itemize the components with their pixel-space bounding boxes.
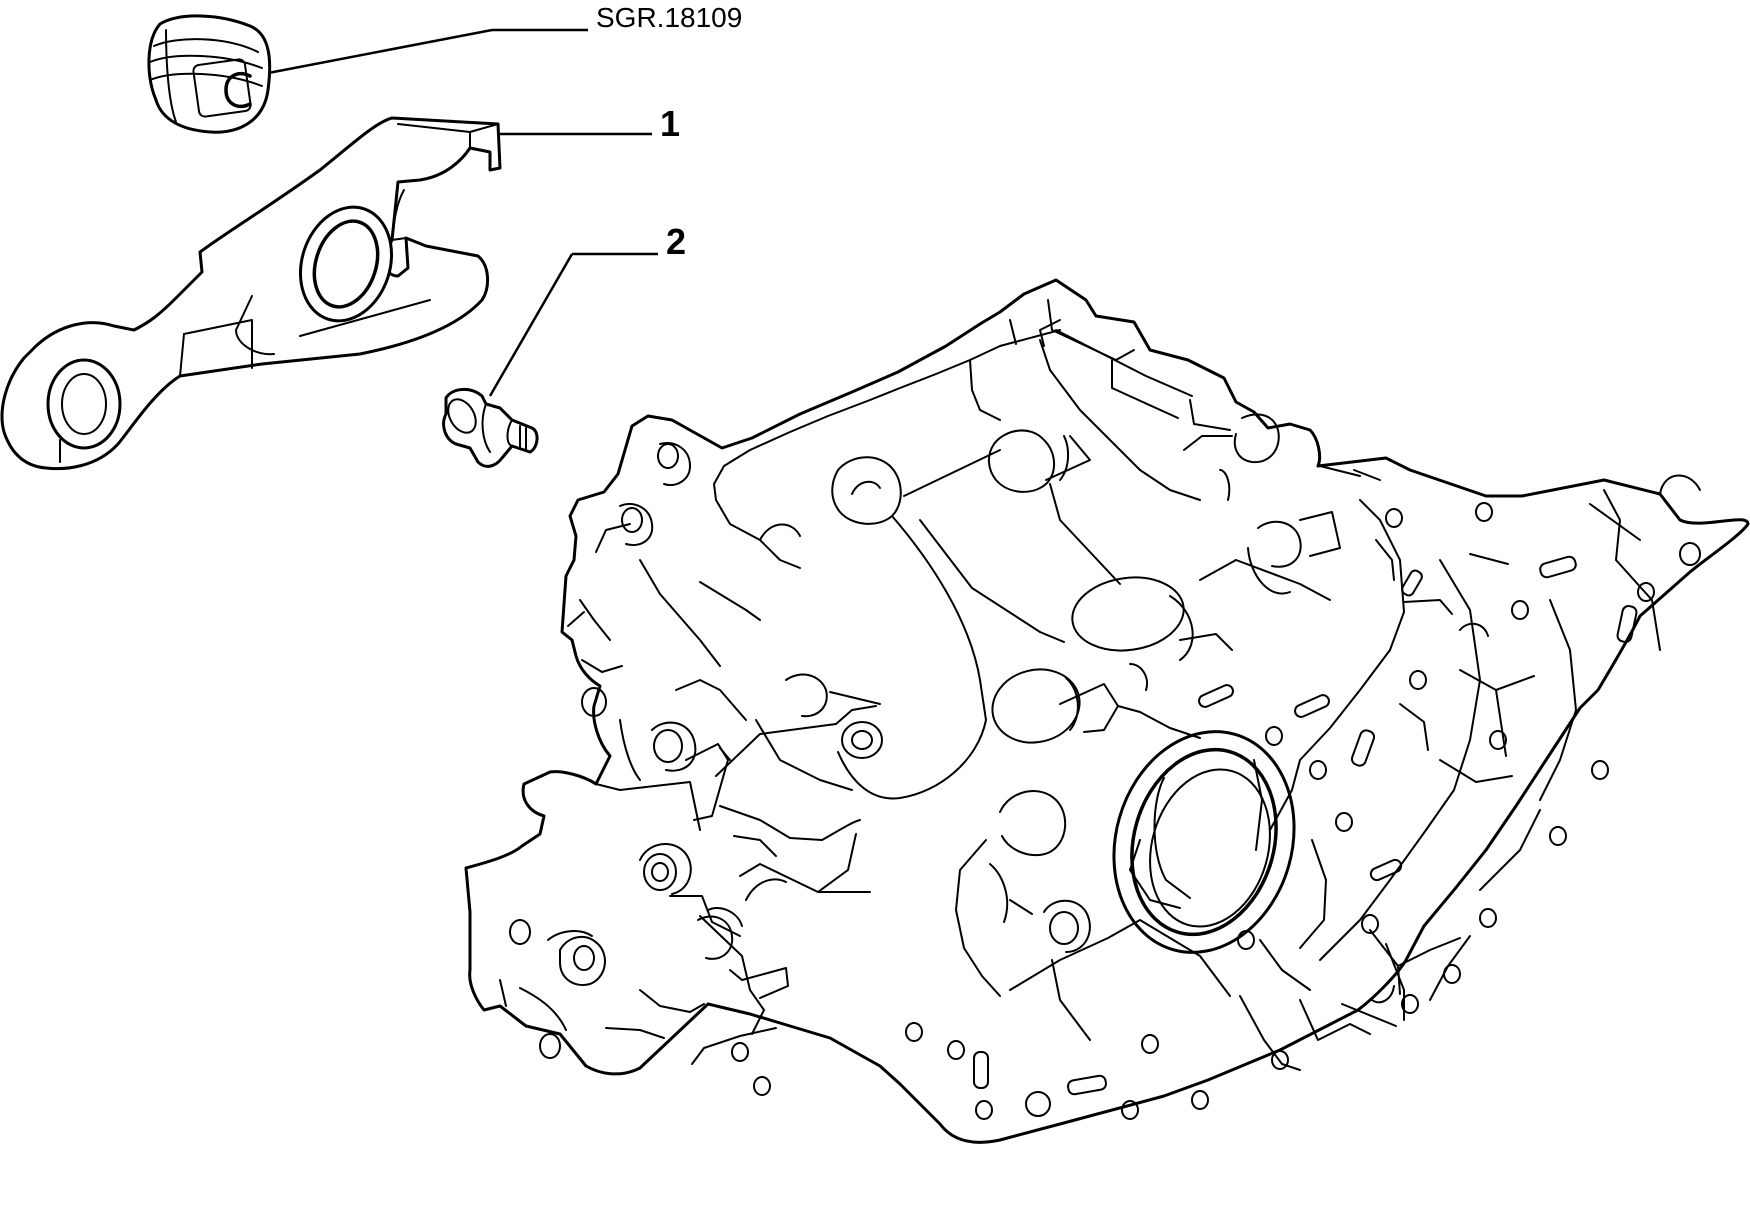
callout-2-leader-diagonal bbox=[488, 253, 574, 397]
drawing-code-label: SGR.18109 bbox=[596, 2, 742, 33]
callout-2-label: 2 bbox=[666, 221, 686, 262]
gearbox-housing-part bbox=[464, 278, 1750, 1144]
release-fork-part[interactable] bbox=[0, 116, 502, 471]
callout-1-label: 1 bbox=[660, 103, 680, 144]
pivot-pin-part[interactable] bbox=[442, 388, 539, 468]
drawing-code-leader-diagonal bbox=[262, 28, 493, 76]
plug-cap-part[interactable] bbox=[147, 14, 272, 134]
